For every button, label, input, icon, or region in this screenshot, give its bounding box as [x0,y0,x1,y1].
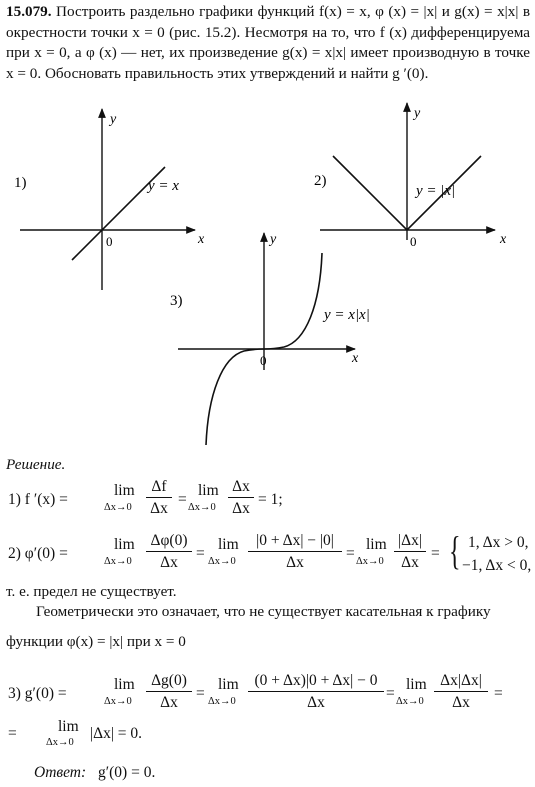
problem-statement: 15.079. Построить раздельно графики функ… [6,2,530,84]
eq3-lim1: lim [114,676,135,693]
eq1-den2: Δx [232,500,250,517]
eq2-equals3: = [431,545,440,562]
eq2-brace: { [449,528,461,573]
answer-label: Ответ: [34,764,87,781]
eq3-prefix: 3) g′(0) = [8,685,67,702]
solution-text-2: Геометрически это означает, что не сущес… [36,603,491,620]
eq2-lim3-sub: Δx→0 [356,556,384,567]
eq2-lim2: lim [218,536,239,553]
eq3-equals2: = [386,685,395,702]
eq2-lim2-sub: Δx→0 [208,556,236,567]
eq1-lim2-sub: Δx→0 [188,502,216,513]
figure-3: 3) y x 0 y = x|x| [170,232,370,446]
eq3-den2: Δx [307,694,325,711]
fig1-curve [71,166,166,261]
fig3-x-label: x [351,351,359,366]
figure-1-number: 1) [14,175,27,191]
eq4-expr: |Δx| = 0. [90,725,143,742]
eq2-prefix: 2) φ′(0) = [8,545,68,562]
eq3-num2: (0 + Δx)|0 + Δx| − 0 [254,672,378,689]
eq3-equals3: = [494,685,503,702]
eq3-den1: Δx [160,694,178,711]
eq1-num1: Δf [151,478,167,495]
eq2-lim3: lim [366,536,387,553]
eq4-prefix: = [8,725,17,742]
eq1-den1: Δx [150,500,168,517]
fig2-function-label: y = |x| [414,183,455,199]
fig2-y-label: y [412,106,421,121]
eq2-lim1-sub: Δx→0 [104,556,132,567]
eq2-lim1: lim [114,536,135,553]
problem-text: Построить раздельно графики функций f(x)… [6,3,530,82]
figure-2-number: 2) [314,173,327,189]
eq2-case2: −1, Δx < 0, [462,557,532,574]
eq1-equals: = [178,491,187,508]
solution-heading: Решение. [6,456,66,473]
solution-text-1: т. е. предел не существует. [6,583,177,600]
fig2-origin: 0 [410,234,417,249]
eq2-den2: Δx [286,554,304,571]
eq3-bar2 [248,691,384,692]
eq3-equals1: = [196,685,205,702]
eq2-bar3 [394,551,426,552]
eq2-case1: 1, Δx > 0, [468,534,529,551]
figures: 1) y x 0 y = x 2) y x 0 y = |x| 3) y x 0… [14,102,507,446]
eq2-equals1: = [196,545,205,562]
eq3-bar3 [434,691,488,692]
fig2-x-label: x [499,232,507,247]
eq3-lim1-sub: Δx→0 [104,696,132,707]
fig1-function-label: y = x [146,178,179,194]
fig2-curve [332,155,482,232]
eq2-bar2 [248,551,342,552]
fig3-y-label: y [268,232,277,247]
eq1-lim1: lim [114,482,135,499]
solution-text-3: функции φ(x) = |x| при x = 0 [6,633,186,650]
eq3-lim2: lim [218,676,239,693]
eq3-lim2-sub: Δx→0 [208,696,236,707]
eq1-num2: Δx [232,478,250,495]
eq3-den3: Δx [452,694,470,711]
eq3-lim3: lim [406,676,427,693]
fig3-function-label: y = x|x| [322,307,370,323]
eq1-lim2: lim [198,482,219,499]
fig1-y-label: y [108,112,117,127]
fig1-x-label: x [197,232,205,247]
answer-value: g′(0) = 0. [98,764,156,781]
eq2-num1: Δφ(0) [150,532,188,549]
eq2-num3: |Δx| [398,532,422,549]
figure-2: 2) y x 0 y = |x| [314,102,507,249]
fig3-origin: 0 [260,353,267,368]
eq4-lim: lim [58,718,79,735]
eq3-num3: Δx|Δx| [440,672,482,689]
figure-1: 1) y x 0 y = x [14,108,205,290]
figure-3-number: 3) [170,293,183,309]
eq1-bar1 [146,497,172,498]
eq3-bar1 [146,691,192,692]
eq1-bar2 [228,497,254,498]
fig3-curve [205,252,323,446]
eq2-den1: Δx [160,554,178,571]
eq2-num2: |0 + Δx| − |0| [256,532,334,549]
fig1-origin: 0 [106,234,113,249]
eq4-lim-sub: Δx→0 [46,737,74,748]
eq1-result: = 1; [258,491,283,508]
eq3-lim3-sub: Δx→0 [396,696,424,707]
eq2-den3: Δx [401,554,419,571]
eq2-bar1 [146,551,192,552]
eq3-num1: Δg(0) [151,672,187,689]
eq2-equals2: = [346,545,355,562]
eq1-prefix: 1) f ′(x) = [8,491,68,508]
problem-number: 15.079. [6,3,52,20]
eq1-lim1-sub: Δx→0 [104,502,132,513]
